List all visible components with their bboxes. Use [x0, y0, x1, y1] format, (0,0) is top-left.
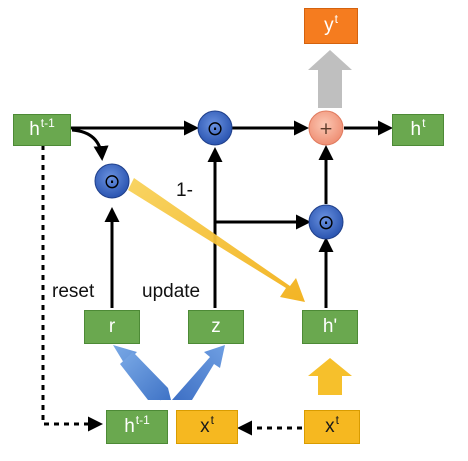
hprev-to-z-blue-arrow — [172, 345, 225, 400]
x-concat-sup: t — [210, 413, 214, 427]
plus-symbol: + — [319, 119, 333, 139]
reset-label: reset — [52, 281, 95, 302]
output-gray-arrow — [308, 50, 352, 108]
hprev-to-reset-gate-curve — [71, 128, 109, 161]
update-hadamard-symbol: ⊙ — [207, 116, 224, 140]
candidate-h-label: h' — [322, 316, 338, 337]
hidden-prev-bottom-base: h — [124, 416, 135, 437]
one-minus-label: 1- — [176, 180, 193, 201]
hidden-prev-top-sup: t-1 — [40, 116, 55, 130]
candidate-h-node: h' — [302, 310, 358, 344]
output-y-base: y — [324, 15, 334, 36]
reset-to-hcandidate-yellow-arrow — [128, 178, 305, 302]
output-y-sup: t — [334, 12, 338, 26]
hprev-to-r-blue-arrow-body — [120, 352, 171, 400]
reset-hadamard-symbol: ⊙ — [104, 169, 121, 193]
update-z-label: z — [211, 316, 221, 337]
hidden-out-base: h — [410, 119, 422, 140]
x-input-base: x — [325, 416, 335, 437]
update-label: update — [142, 281, 201, 302]
hidden-out-sup: t — [422, 116, 426, 130]
reset-hadamard-gate: ⊙ — [94, 163, 130, 199]
candidate-hadamard-symbol: ⊙ — [318, 210, 335, 234]
candidate-hadamard-gate: ⊙ — [308, 204, 344, 240]
x-concat-base: x — [200, 416, 210, 437]
hidden-prev-bottom-sup: t-1 — [135, 413, 150, 427]
x-input-sup: t — [335, 413, 339, 427]
reset-r-node: r — [84, 310, 140, 344]
update-z-node: z — [188, 310, 244, 344]
reset-r-label: r — [108, 316, 116, 337]
plus-operator: + — [308, 110, 344, 146]
update-hadamard-gate: ⊙ — [197, 110, 233, 146]
hidden-prev-top-base: h — [29, 119, 40, 140]
hprev-dotted-connector — [41, 145, 103, 432]
x-to-hcandidate-yellow-arrow — [308, 358, 352, 395]
